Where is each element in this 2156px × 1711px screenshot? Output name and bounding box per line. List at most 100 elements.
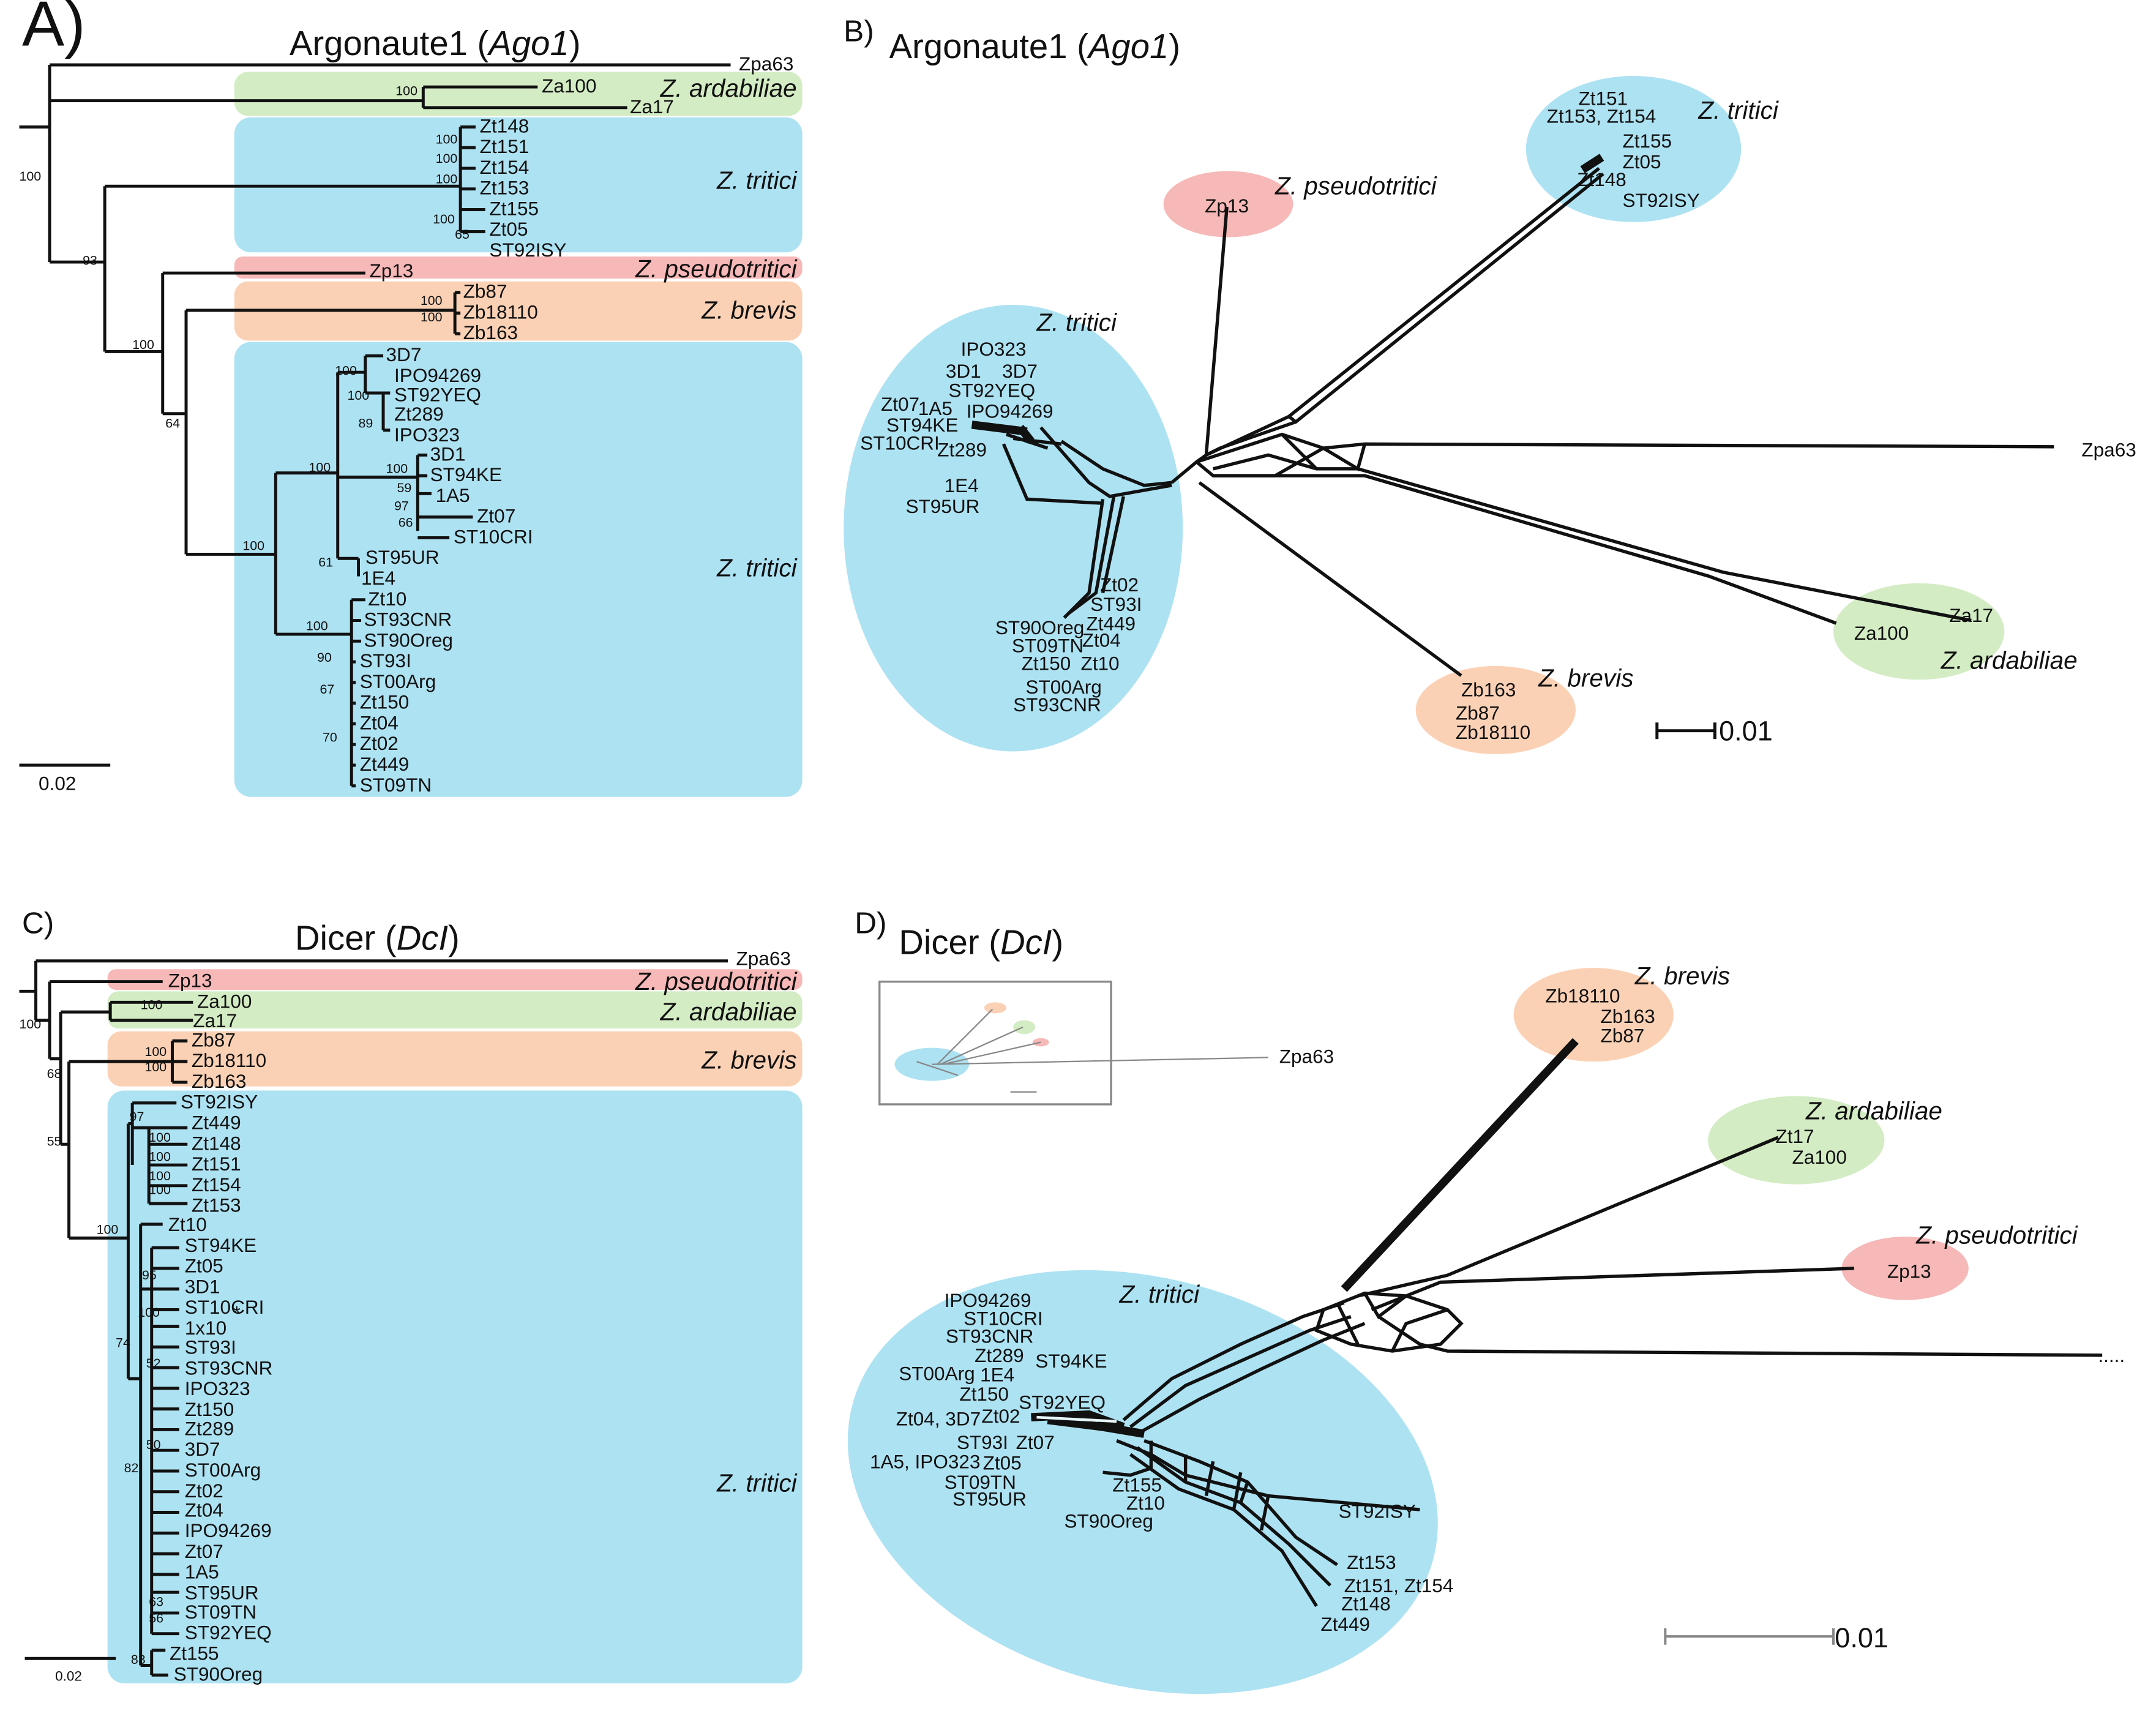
tip-label: Za100 [542, 75, 596, 97]
tip-label: ST92ISY [181, 1091, 258, 1113]
cluster-ellipse-tritici [844, 304, 1183, 752]
tip-label: Zt04 [185, 1499, 223, 1521]
tip-label: Zt07 [477, 505, 515, 527]
tip-label: Zb163 [192, 1070, 246, 1092]
species-label-ardabiliae: Z. ardabiliae [660, 998, 797, 1026]
node-label: ST93I [1090, 593, 1142, 615]
panel-b-title: Argonaute1 (Ago1) [889, 27, 1180, 66]
node-label: Zt289 [975, 1344, 1024, 1366]
clade-band-ardabiliae [107, 991, 803, 1029]
node-label: Zb163 [1461, 678, 1516, 700]
tip-label: Zt07 [185, 1540, 223, 1562]
star-marker: * [233, 1301, 241, 1323]
species-label-tritici: Z. tritici [716, 553, 798, 582]
tip-label: Zt154 [192, 1174, 241, 1196]
panel-c: C) Dicer (DcI) Z. pseudotritici Z. ardab… [19, 907, 803, 1685]
inset-ellipse [1013, 1020, 1036, 1035]
tip-label: ST00Arg [185, 1459, 261, 1481]
panel-a: A) Argonaute1 (Ago1) Z. ardabiliae Z. tr… [19, 0, 803, 797]
bootstrap-value: 100 [149, 1149, 171, 1164]
tip-label: IPO323 [185, 1377, 250, 1399]
bootstrap-value: 100 [97, 1222, 119, 1237]
node-label: Za100 [1792, 1146, 1846, 1168]
bootstrap-value: 100 [242, 539, 264, 553]
scale-label-b: 0.01 [1719, 715, 1773, 746]
tip-label: Zb18110 [463, 301, 538, 323]
tip-label: ST94KE [430, 463, 502, 485]
network-labels-b: Zpa63 Zp13 Zt151 Zt153, Zt154 Zt155 Zt05… [860, 87, 2136, 743]
species-label-tritici: Z. tritici [716, 1469, 798, 1497]
bootstrap-value: 65 [455, 227, 470, 242]
node-label: Zb87 [1600, 1025, 1644, 1047]
bootstrap-value: 100 [395, 84, 417, 99]
panel-c-letter: C) [22, 907, 54, 940]
node-label: ST00Arg [899, 1362, 975, 1384]
tip-label: Zt153 [480, 177, 530, 199]
bootstrap-value: 100 [149, 1182, 171, 1197]
cluster-ellipse-brevis [1513, 968, 1674, 1062]
tip-label: Zt02 [360, 732, 399, 754]
node-label: ST10CRI [860, 432, 940, 454]
tip-label: ST09TN [360, 774, 432, 796]
node-label: ST95UR [953, 1488, 1027, 1510]
bootstrap-value: 100 [149, 1169, 171, 1183]
tip-label: Zt155 [489, 197, 539, 219]
species-label-pseudotritici: Z. pseudotritici [1915, 1221, 2078, 1249]
tip-label: Zb87 [463, 280, 507, 302]
species-label-ardabiliae: Z. ardabiliae [1805, 1097, 1942, 1125]
bootstrap-value: 100 [436, 151, 458, 166]
tip-label: Za100 [197, 990, 252, 1012]
node-label: Zt153, Zt154 [1547, 105, 1656, 127]
node-label: Zb18110 [1545, 984, 1620, 1006]
tip-label: Zb87 [192, 1028, 236, 1050]
node-label: Zt150 [959, 1383, 1009, 1405]
species-label-tritici: Z. tritici [1036, 309, 1117, 337]
tip-label: 3D1 [185, 1275, 220, 1297]
panel-d-letter: D) [855, 907, 886, 940]
bootstrap-value: 68 [47, 1066, 62, 1081]
overview-inset [878, 980, 1268, 1106]
phylogenetic-tree-c [19, 959, 728, 1677]
clade-band-pseudotritici [234, 256, 803, 279]
node-label: IPO94269 [967, 400, 1054, 422]
bootstrap-value: 50 [146, 1437, 161, 1452]
tip-label: Zt151 [480, 135, 530, 157]
network-labels-d: Zb18110 Zb163 Zb87 Zt17 Za100 Zp13 IPO94… [870, 984, 2125, 1635]
tip-label: ST10CRI [454, 525, 533, 547]
tip-label: ST94KE [185, 1234, 256, 1256]
node-label: ST93I [957, 1431, 1008, 1453]
bootstrap-value: 93 [83, 253, 97, 268]
tip-label: Za17 [630, 95, 674, 118]
bootstrap-value: 95 [142, 1268, 157, 1282]
node-label: Zt449 [1087, 612, 1136, 634]
bootstrap-value: 100 [347, 388, 369, 403]
tip-label: Zt148 [480, 114, 530, 137]
tip-label: ST93CNR [185, 1357, 273, 1379]
tip-labels-a: Zpa63 Za100 Za17 Zt148 Zt151 Zt154 Zt153… [360, 53, 794, 796]
bootstrap-value: 97 [130, 1109, 144, 1124]
node-label: ST95UR [906, 495, 980, 517]
tip-label: Zt151 [192, 1153, 241, 1175]
panel-b: B) Argonaute1 (Ago1) Zpa63 Zp13 Zt151 [844, 15, 2136, 754]
bootstrap-value: 89 [358, 416, 373, 430]
species-label-pseudotritici: Z. pseudotritici [635, 967, 797, 995]
tip-label: Zpa63 [736, 948, 791, 970]
tip-label: Zt04 [360, 711, 399, 733]
node-label: Zt150 [1022, 653, 1071, 675]
node-label: Zt148 [1341, 1592, 1391, 1614]
bootstrap-value: 100 [20, 1017, 42, 1031]
panel-a-title: Argonaute1 (Ago1) [290, 24, 581, 62]
tip-label: ST10CRI [185, 1296, 264, 1318]
species-label-tritici: Z. tritici [1119, 1280, 1200, 1308]
panel-c-title: Dicer (DcI) [295, 919, 460, 957]
tip-label: ST92YEQ [394, 383, 481, 405]
bootstrap-value: 83 [131, 1652, 146, 1667]
node-label: Zt153 [1347, 1551, 1396, 1573]
tip-label: Zt289 [185, 1417, 234, 1439]
tip-label: Zt05 [185, 1255, 223, 1277]
node-label: ST92YEQ [948, 380, 1035, 402]
node-label: ST90Oreg [1064, 1510, 1153, 1532]
node-label: Za100 [1854, 622, 1909, 644]
clade-band-brevis [107, 1031, 803, 1087]
